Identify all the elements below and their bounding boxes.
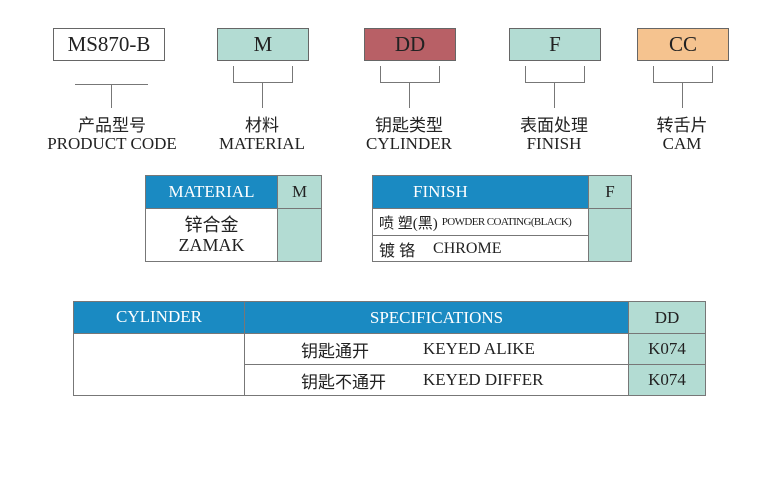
finish-code-box: F (509, 28, 601, 61)
cylinder-code-header: DD (628, 301, 706, 334)
cam-code-box: CC (637, 28, 729, 61)
finish-code-header: F (588, 175, 632, 209)
product-code-box: MS870-B (53, 28, 165, 61)
connector (409, 83, 410, 108)
code-keyed-differ: K074 (628, 364, 706, 396)
connector (262, 83, 263, 108)
material-code-header: M (277, 175, 322, 209)
cylinder-empty-cell (73, 333, 245, 396)
bracket (380, 66, 440, 83)
bracket (525, 66, 585, 83)
finish-row-powder: 喷 塑(黑)POWDER COATING(BLACK) (372, 208, 589, 236)
connector (682, 83, 683, 108)
cylinder-code-box: DD (364, 28, 456, 61)
connector (554, 83, 555, 108)
cylinder-header: CYLINDER (73, 301, 245, 334)
material-code-box: M (217, 28, 309, 61)
bracket (233, 66, 293, 83)
connector (111, 84, 112, 108)
finish-code-cell (588, 208, 632, 262)
bracket (653, 66, 713, 83)
material-header: MATERIAL (145, 175, 278, 209)
code-keyed-alike: K074 (628, 333, 706, 365)
finish-header: FINISH (372, 175, 589, 209)
specifications-header: SPECIFICATIONS (244, 301, 629, 334)
material-code-cell (277, 208, 322, 262)
